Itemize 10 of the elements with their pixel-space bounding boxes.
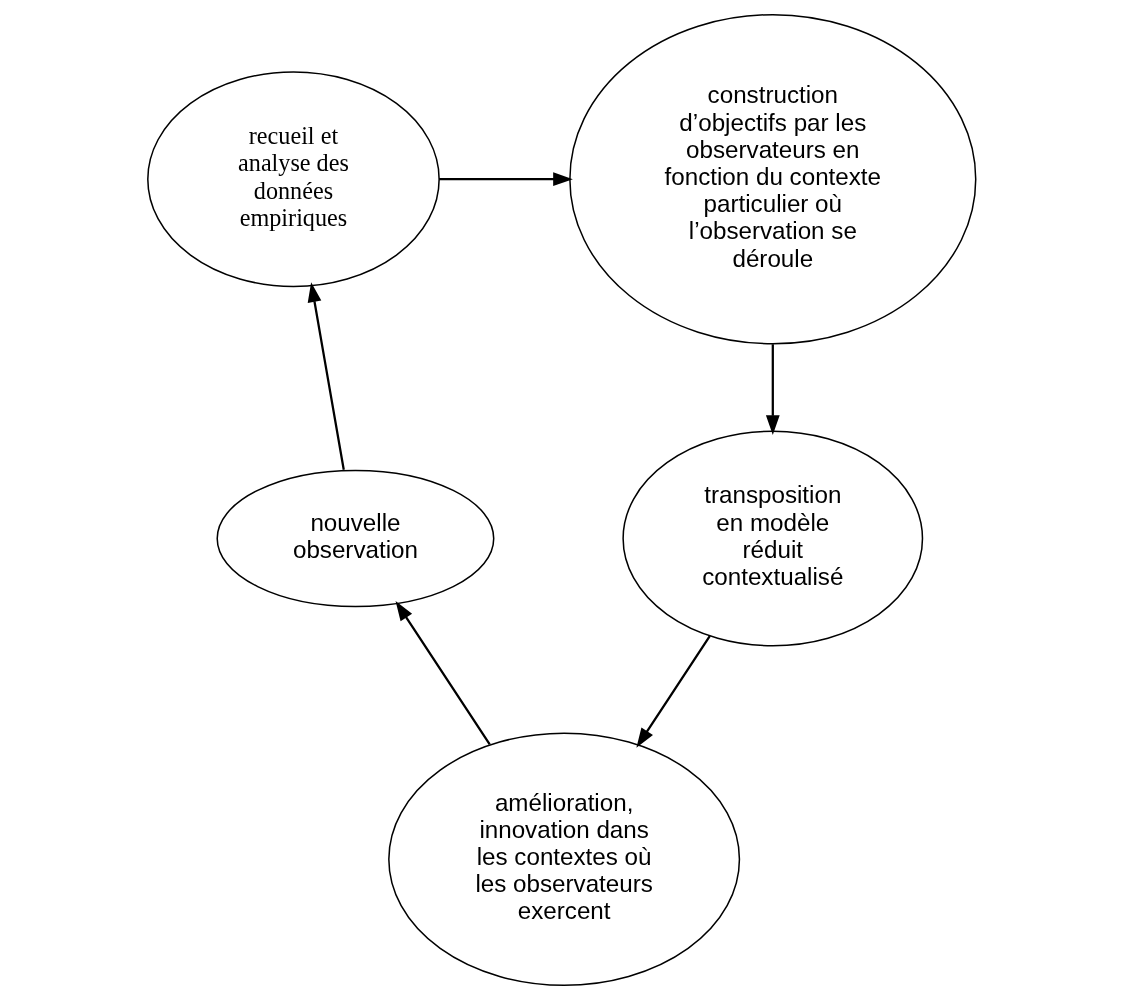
- node-ellipse: nouvelle observation: [216, 469, 495, 608]
- node-ellipse: recueil et analyse des données empiriques: [147, 71, 440, 288]
- arrow: [439, 172, 573, 187]
- arrow: [307, 282, 345, 470]
- arrow: [636, 635, 711, 748]
- arrow: [395, 601, 491, 746]
- arrow: [765, 344, 780, 435]
- node-ellipse: amélioration, innovation dans les contextes où les observateurs exercent: [388, 732, 741, 987]
- node-ellipse: transposition en modèle réduit contextualisé: [622, 430, 924, 647]
- node-ellipse: construction d’objectifs par les observateurs en fonction du contexte particulier où l’observation se déroule: [569, 13, 977, 345]
